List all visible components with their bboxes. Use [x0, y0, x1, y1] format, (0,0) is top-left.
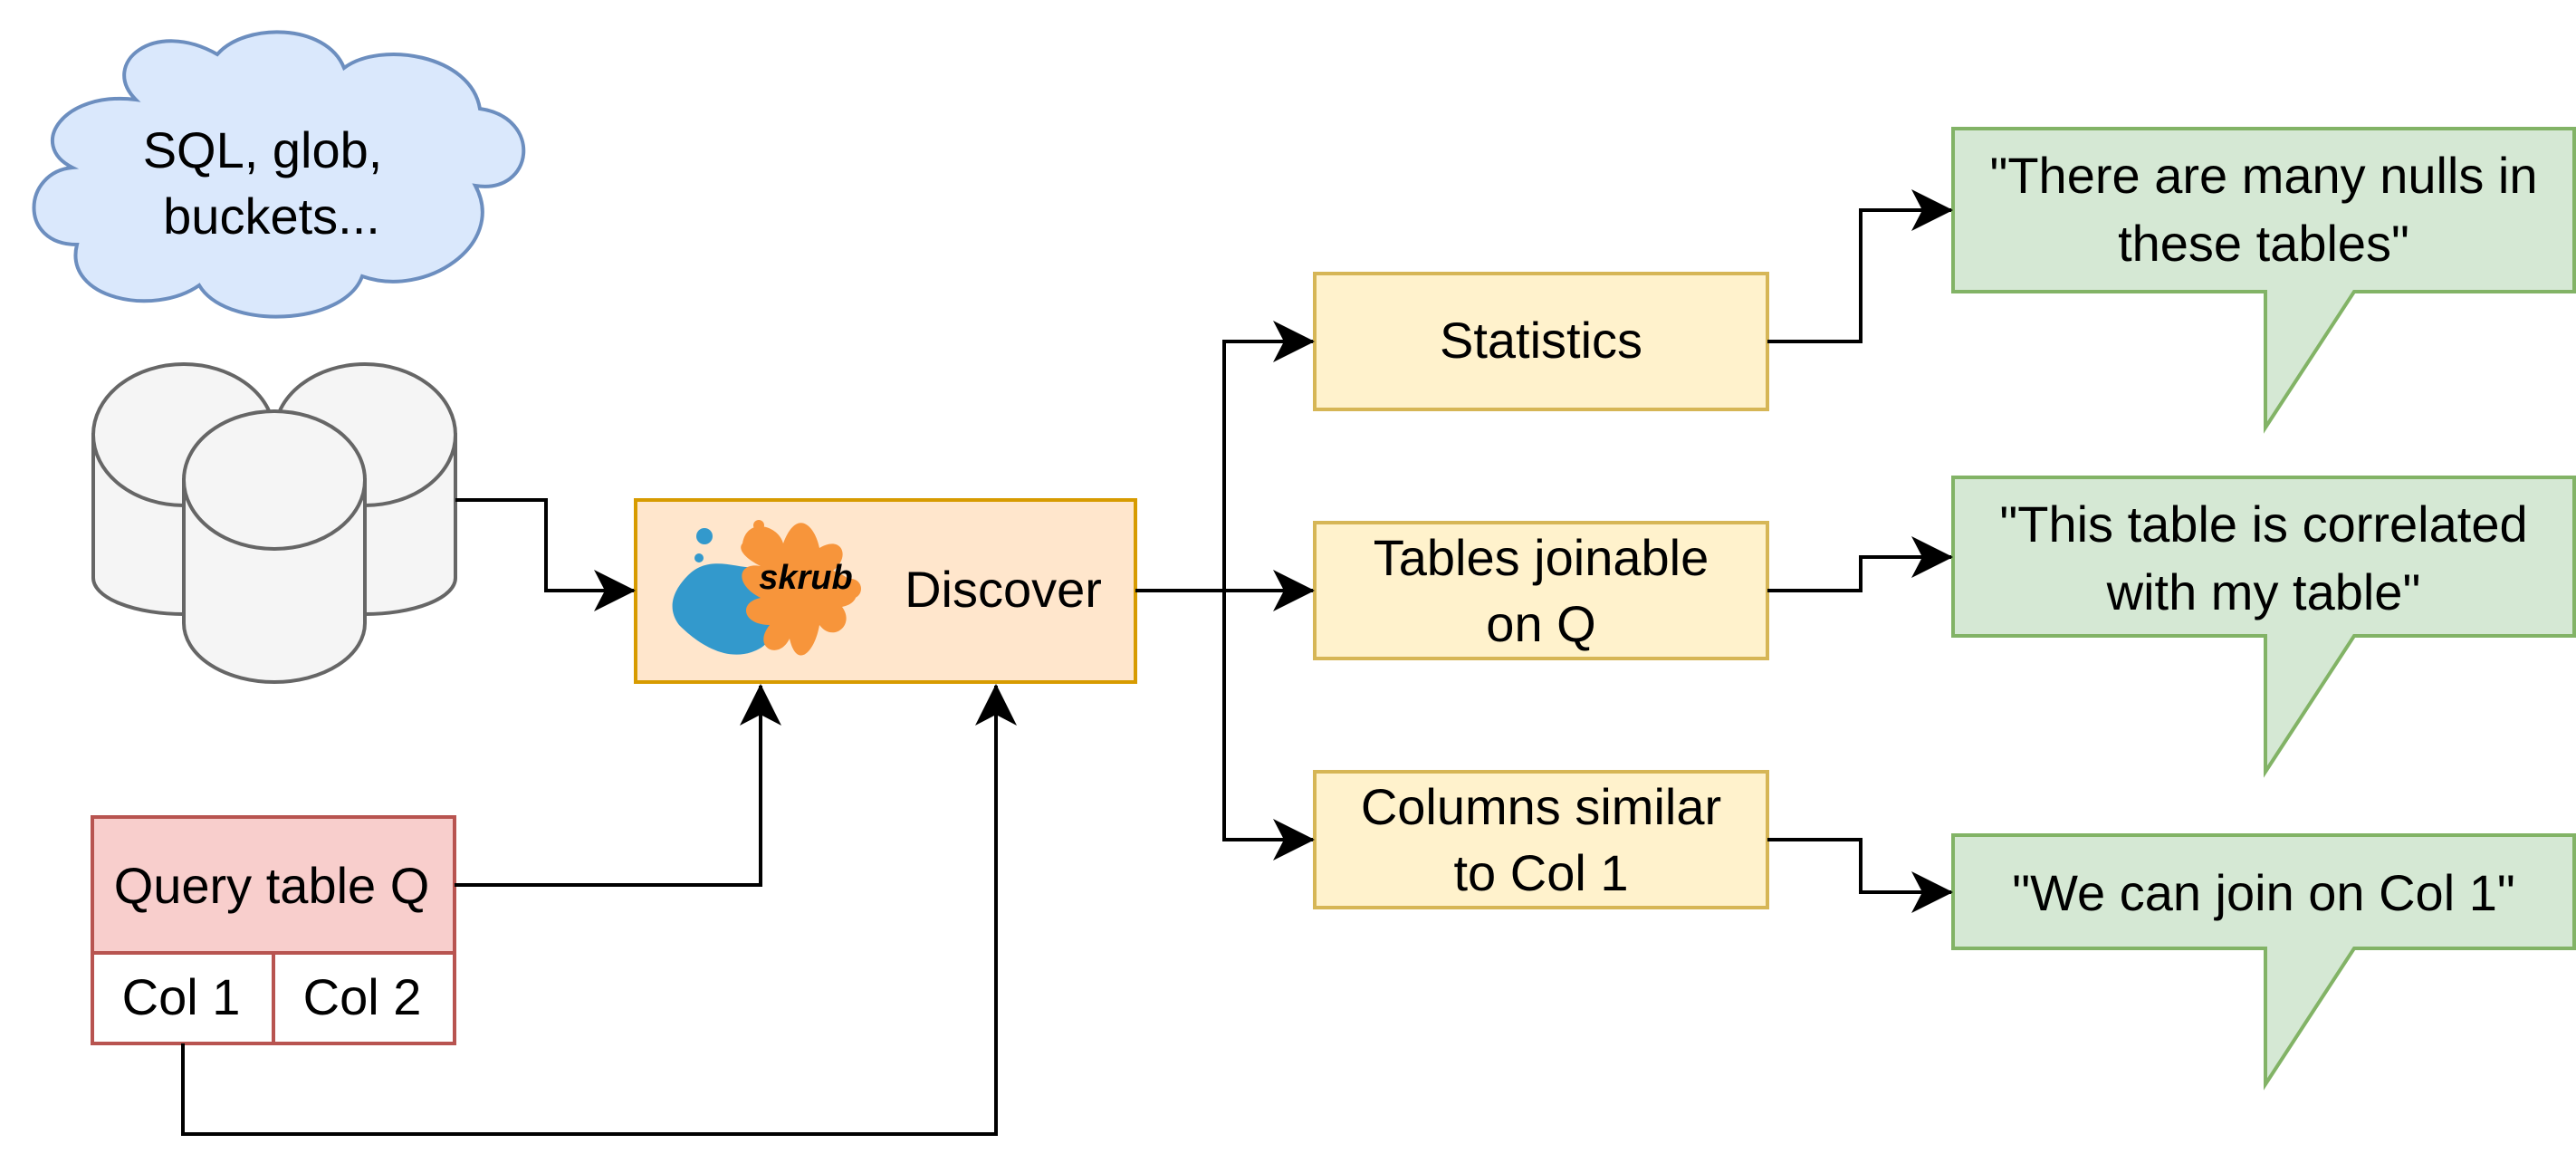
edge-query-to-discover [455, 684, 781, 887]
query-table: Query table Q Col 1 Col 2 [91, 815, 456, 1045]
database-stack-icon [91, 362, 457, 684]
query-col-1: Col 1 [122, 968, 241, 1025]
callout-nulls-line-2: these tables" [2118, 215, 2409, 272]
cloud-line-2: buckets... [163, 187, 380, 245]
query-col-2: Col 2 [303, 968, 422, 1025]
output-statistics: Statistics [1313, 272, 1769, 411]
edge-db-to-discover [455, 498, 636, 611]
edge-discover-to-similar [1222, 591, 1315, 861]
skrub-orange-splash [741, 523, 857, 656]
edge-discover-to-statistics [1222, 321, 1315, 591]
source-cloud: SQL, glob, buckets... [32, 30, 526, 319]
edge-similar-to-callout [1767, 838, 1953, 913]
callout-correlated: "This table is correlated with my table" [1951, 476, 2576, 778]
callout-correlated-line-1: "This table is correlated [1999, 495, 2527, 553]
callout-nulls-line-1: "There are many nulls in [1989, 147, 2537, 204]
edge-col1-to-discover [181, 684, 1017, 1136]
cloud-line-1: SQL, glob, [143, 121, 383, 178]
cloud-shape [32, 30, 526, 319]
callout-join: "We can join on Col 1" [1951, 833, 2576, 1091]
output-joinable: Tables joinable on Q [1313, 521, 1769, 660]
connectors [181, 189, 1953, 1136]
output-similar-columns: Columns similar to Col 1 [1313, 770, 1769, 909]
callout-nulls: "There are many nulls in these tables" [1951, 127, 2576, 434]
query-table-title: Query table Q [114, 857, 430, 914]
edge-joinable-to-callout [1767, 536, 1953, 592]
callout-join-line-1: "We can join on Col 1" [2012, 864, 2514, 921]
discover-label: Discover [905, 561, 1102, 618]
output-joinable-line-2: on Q [1486, 595, 1595, 652]
output-joinable-line-1: Tables joinable [1374, 529, 1709, 586]
discover-box: skrub Discover [634, 498, 1137, 684]
skrub-logo: skrub [672, 520, 861, 656]
callout-correlated-line-2: with my table" [2106, 563, 2421, 620]
output-statistics-label: Statistics [1440, 312, 1642, 369]
skrub-logo-text: skrub [759, 559, 852, 597]
edge-statistics-to-callout [1767, 189, 1953, 343]
output-similar-line-1: Columns similar [1361, 778, 1721, 835]
output-similar-line-2: to Col 1 [1454, 844, 1629, 901]
